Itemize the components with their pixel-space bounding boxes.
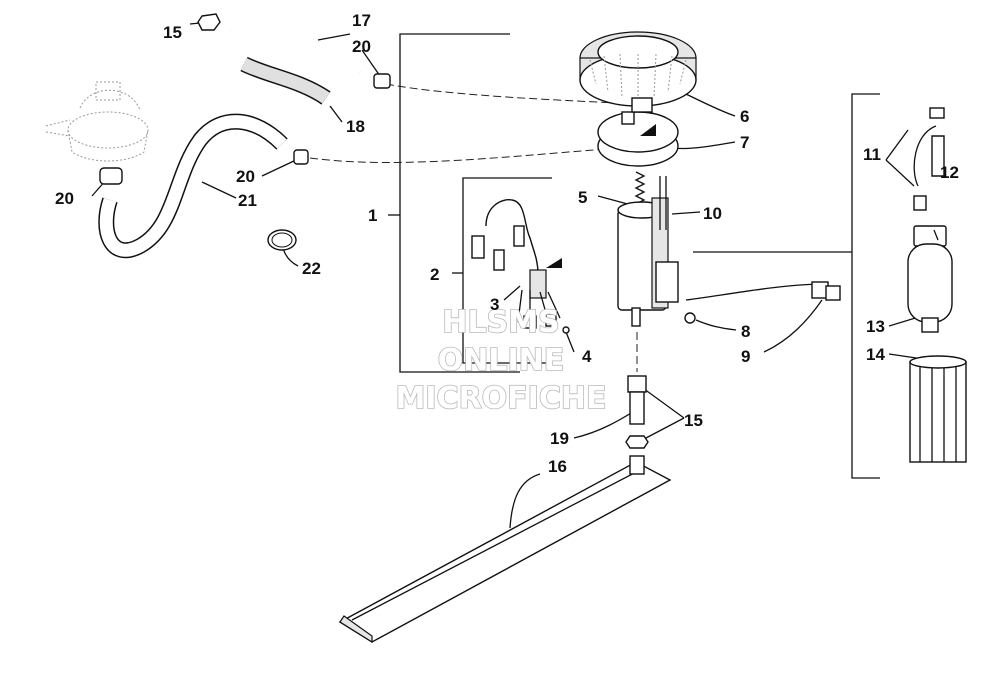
fitting-part-20-mid	[293, 149, 309, 165]
callout-2: 2	[430, 265, 439, 284]
bracket-1	[388, 33, 520, 373]
callout-18: 17	[352, 11, 371, 30]
callout-9: 9	[741, 347, 750, 366]
callout-1: 1	[368, 206, 377, 225]
pump-module-part-10	[617, 176, 679, 327]
fuel-pump-part-13	[907, 225, 953, 333]
wire-harness-part-2	[471, 199, 570, 334]
callout-20-mid: 20	[236, 167, 255, 186]
reference-filter	[45, 81, 149, 162]
callout-11: 11	[863, 145, 881, 164]
pump-hose-part-12	[913, 107, 945, 211]
callout-21: 21	[238, 191, 257, 210]
callouts: 15 17 20 18 20 20 21 22 1 2 3 4 5 6 7 10…	[55, 11, 959, 476]
callout-14: 14	[866, 345, 885, 364]
callout-15-bottom: 15	[684, 411, 703, 430]
callout-22: 22	[302, 259, 321, 278]
callout-6: 6	[740, 107, 749, 126]
fuel-hose-part-19	[240, 56, 331, 105]
watermark-line-1: HLSMS	[442, 305, 559, 340]
bracket-2	[452, 177, 552, 364]
fitting-part-20-left	[99, 167, 123, 185]
callout-12: 12	[940, 163, 959, 182]
callout-13: 13	[866, 317, 885, 336]
callout-10: 10	[703, 204, 722, 223]
callout-20-left: 20	[55, 189, 74, 208]
callout-3: 3	[490, 295, 499, 314]
standoff-part-17	[625, 332, 649, 449]
callout-7: 7	[740, 133, 749, 152]
lock-ring-part-6	[579, 31, 697, 107]
fitting-part-15-top	[197, 13, 221, 31]
fitting-part-20-top	[373, 73, 391, 89]
callout-8: 8	[741, 322, 750, 341]
fuel-hose-part-18	[229, 24, 363, 77]
callout-4: 4	[582, 347, 592, 366]
bracket-13-assembly	[693, 93, 880, 479]
callout-19: 18	[346, 117, 365, 136]
pump-sleeve-part-14	[909, 355, 967, 463]
fuel-hose-part-21	[98, 113, 288, 259]
watermark-line-2: ONLINE	[438, 343, 565, 378]
hose-clamp-part-22	[267, 229, 297, 251]
callout-16: 16	[548, 457, 567, 476]
watermark: HLSMS ONLINE MICROFICHE	[395, 304, 608, 417]
callout-15-top: 15	[163, 23, 182, 42]
leader-lines	[91, 21, 943, 529]
pump-flange-part-7	[597, 97, 679, 167]
sender-wire-part-9	[684, 281, 841, 324]
mounting-plate-part-16	[338, 455, 672, 644]
callout-5: 5	[578, 188, 587, 207]
watermark-line-3: MICROFICHE	[396, 381, 607, 416]
callout-20-top: 20	[352, 37, 371, 56]
callout-17: 19	[550, 429, 569, 448]
